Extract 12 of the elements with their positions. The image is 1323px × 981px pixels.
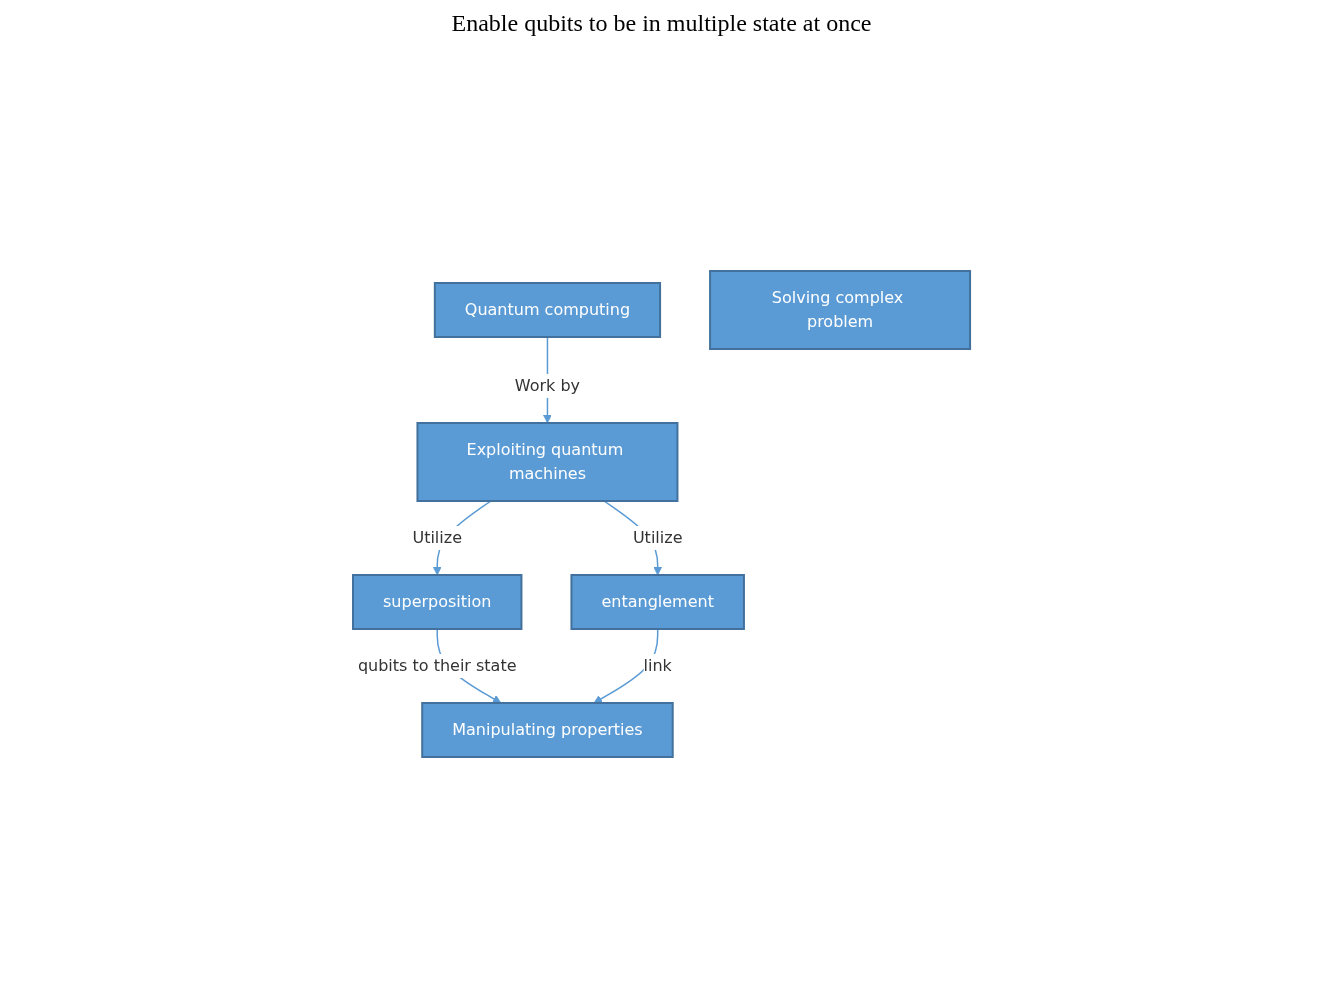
edge-label: Work by: [514, 376, 581, 395]
node-box: Manipulating properties: [421, 702, 674, 758]
edge-label: Utilize: [632, 528, 683, 547]
node-box: Solving complex problem: [709, 270, 972, 350]
note-text: Enable qubits to be in multiple state at once: [451, 10, 872, 37]
node-box: Quantum computing: [433, 282, 662, 338]
edge-label: qubits to their state: [357, 656, 517, 675]
node-box: entanglement: [570, 574, 745, 630]
node-box: Exploiting quantum machines: [416, 422, 679, 502]
node-box: superposition: [351, 574, 523, 630]
edge-label: Utilize: [412, 528, 462, 547]
edge-label: link: [643, 656, 672, 675]
